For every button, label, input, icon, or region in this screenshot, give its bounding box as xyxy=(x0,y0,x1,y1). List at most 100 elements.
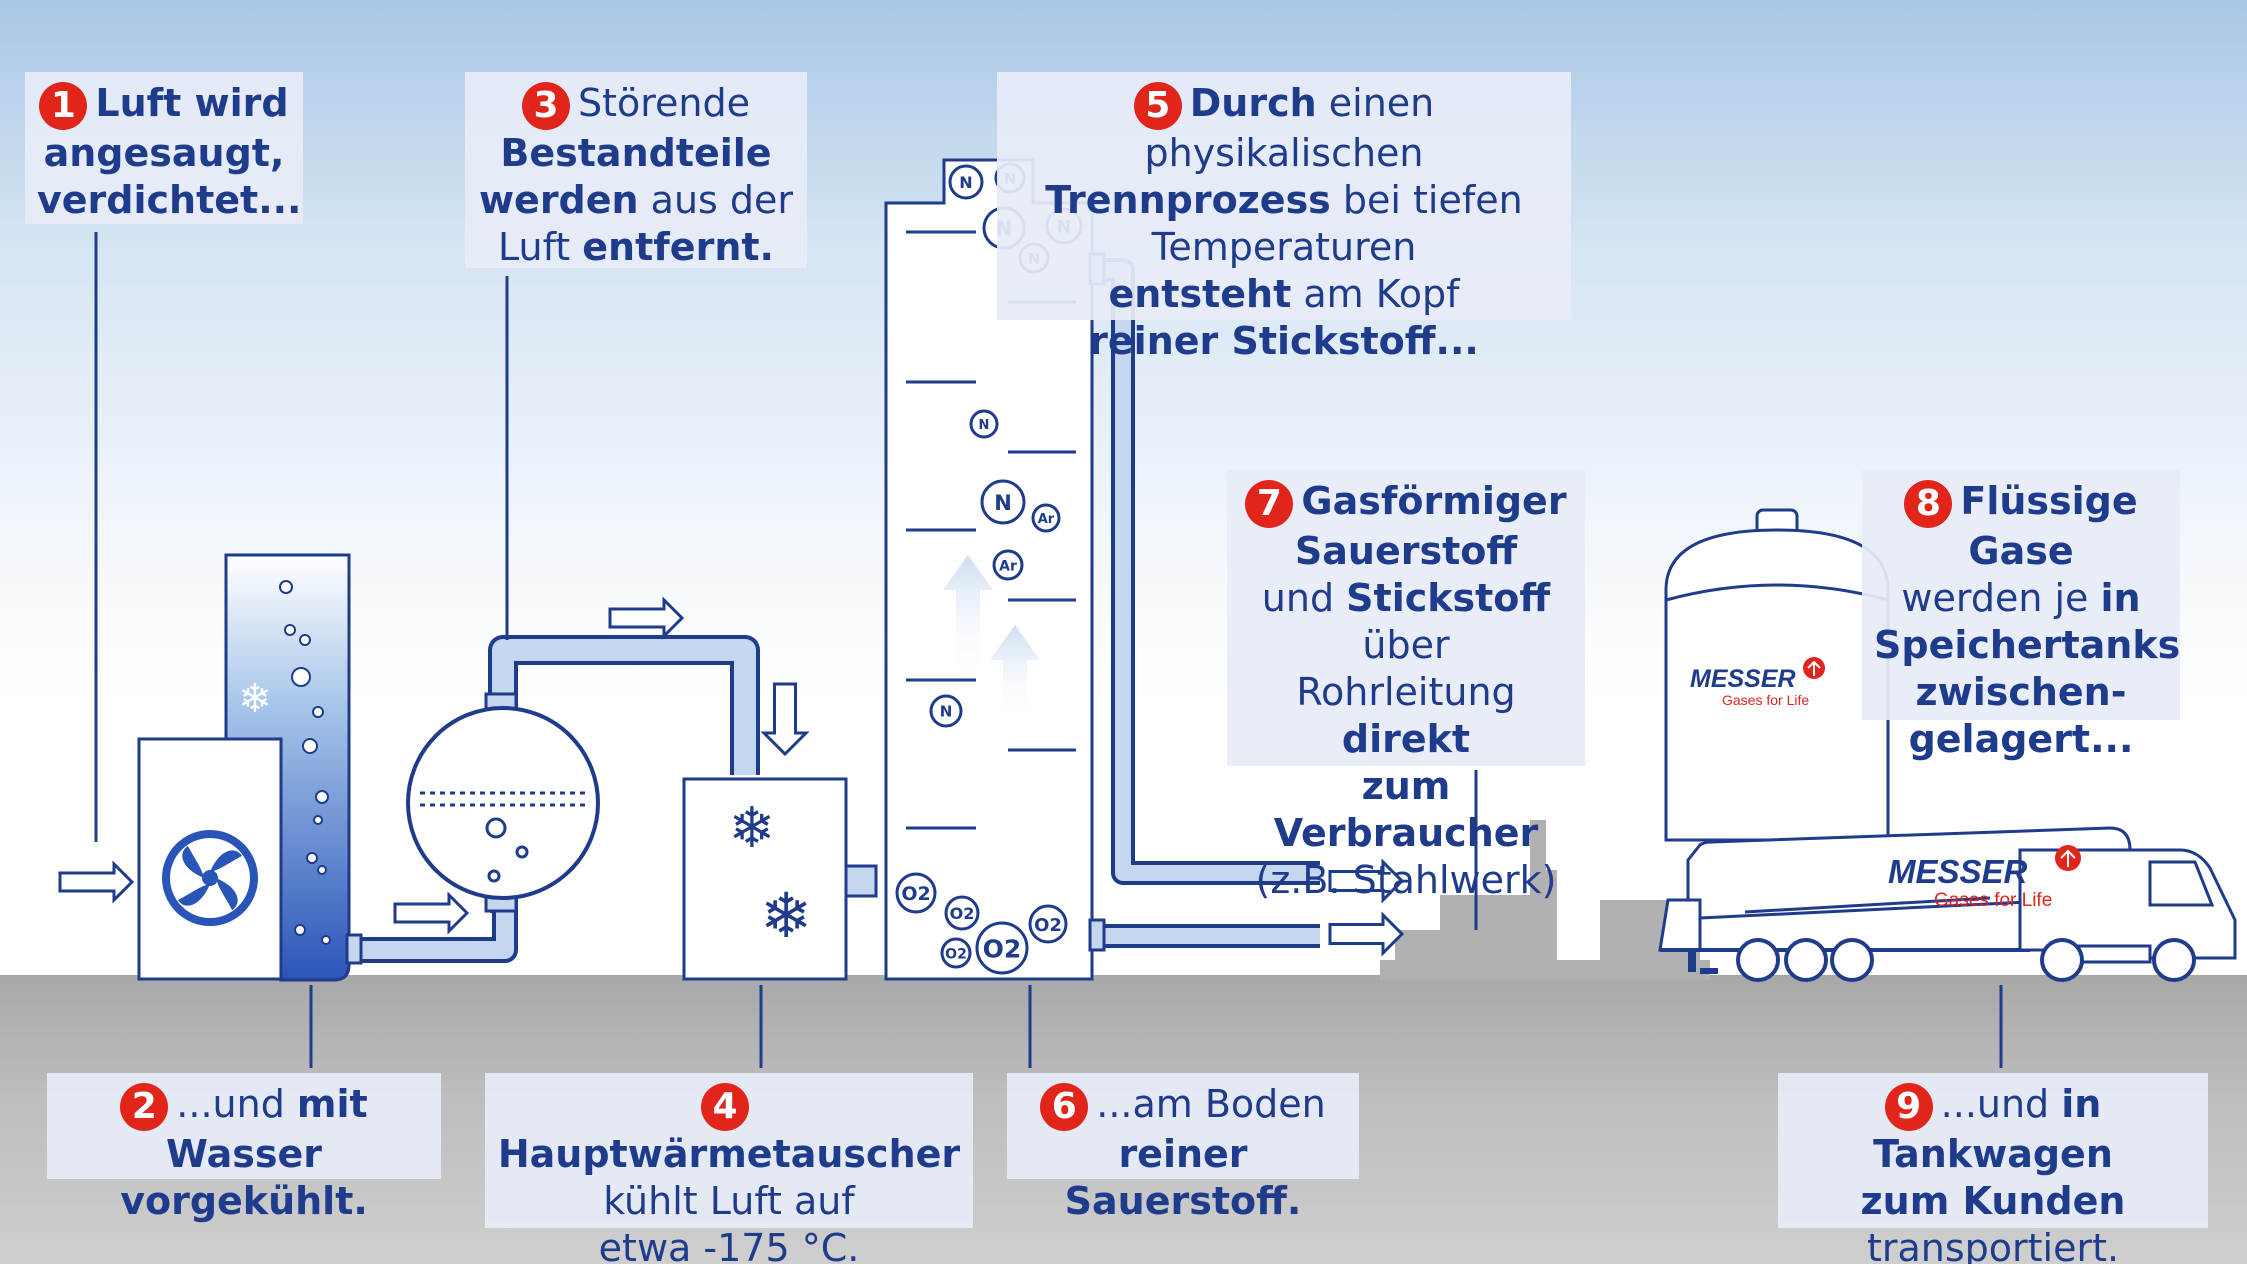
svg-text:O2: O2 xyxy=(901,883,930,905)
svg-text:O2: O2 xyxy=(983,935,1022,964)
step-text-line: gelagert... xyxy=(1874,716,2168,763)
step-text-line: Luft entfernt. xyxy=(477,224,795,271)
oxygen-molecule-icon: O2 xyxy=(944,895,980,931)
step-text-bold: gelagert... xyxy=(1908,716,2134,761)
svg-text:O2: O2 xyxy=(1034,915,1062,936)
step-text-line: zum Verbraucher xyxy=(1239,763,1573,857)
step-number-badge: 7 xyxy=(1245,479,1294,528)
truck-brand-name: MESSER xyxy=(1888,853,2028,890)
step-text-bold: in xyxy=(2100,575,2141,620)
step-text: Temperaturen xyxy=(1151,224,1417,269)
step-text-line: reiner Sauerstoff. xyxy=(1019,1131,1347,1225)
step-text-line: 6...am Boden xyxy=(1019,1081,1347,1131)
connector-lines xyxy=(94,232,2003,1068)
oxygen-molecule-icon: O2 xyxy=(895,872,937,914)
step-text: ...und xyxy=(1940,1082,2062,1126)
svg-text:O2: O2 xyxy=(950,904,975,923)
step-text: Luft xyxy=(498,224,583,269)
step-text-bold: mit Wasser xyxy=(166,1082,368,1176)
step-text-bold: in Tankwagen xyxy=(1873,1082,2113,1176)
step-text-line: zum Kunden xyxy=(1790,1178,2196,1225)
tank-brand-name: MESSER xyxy=(1690,665,1796,693)
argon-molecule-icon: Ar xyxy=(992,549,1024,581)
oxygen-molecule-icon: O2 xyxy=(975,921,1029,975)
cooling-tower: ❄ xyxy=(224,553,363,982)
step-text-bold: angesaugt, xyxy=(43,130,285,175)
step-text-line: vorgekühlt. xyxy=(59,1178,429,1225)
step-text: etwa -175 °C. xyxy=(598,1225,860,1264)
step-text-line: reiner Stickstoff... xyxy=(1009,318,1559,365)
step-number-badge: 2 xyxy=(120,1082,169,1131)
step-text-bold: Sauerstoff xyxy=(1294,528,1518,573)
step-text-bold: Gasförmiger xyxy=(1301,479,1567,523)
step-text-line: Bestandteile xyxy=(477,130,795,177)
step-text-bold: zum Verbraucher xyxy=(1273,763,1539,855)
step-text: (z.B. Stahlwerk) xyxy=(1255,857,1557,902)
step-text-bold: Flüssige Gase xyxy=(1960,479,2138,573)
svg-text:O2: O2 xyxy=(945,946,967,962)
step-text-bold: verdichtet... xyxy=(37,177,302,222)
step-text-bold: Hauptwärmetauscher xyxy=(497,1131,961,1176)
arrow-right-icon xyxy=(58,860,135,904)
flow-arrows xyxy=(58,596,1405,957)
snowflake-icon: ❄ xyxy=(760,879,812,952)
step-text: am Kopf xyxy=(1291,271,1460,316)
step-number-badge: 5 xyxy=(1133,81,1182,130)
step-text-bold: Speichertanks xyxy=(1874,622,2181,667)
step-text-bold: direkt xyxy=(1341,716,1471,761)
step-text-line: etwa -175 °C. xyxy=(497,1225,961,1264)
nitrogen-molecule-icon: N xyxy=(929,694,963,728)
arrow-down-icon xyxy=(760,682,810,757)
step-text-line: werden je in xyxy=(1874,575,2168,622)
tank-brand-tagline: Gases for Life xyxy=(1722,692,1810,708)
step-text: kühlt Luft auf xyxy=(603,1178,855,1223)
step-text: aus der xyxy=(638,177,794,222)
step-text: und xyxy=(1261,575,1347,620)
step-text-line: Speichertanks xyxy=(1874,622,2180,669)
step-text-line: Trennprozess bei tiefen xyxy=(1009,177,1559,224)
step-text-line: und Stickstoff über xyxy=(1239,575,1573,669)
snowflake-icon: ❄ xyxy=(238,676,272,722)
arrow-up-icon xyxy=(943,555,1040,720)
step-text-bold: Trennprozess xyxy=(1045,177,1331,222)
step-text: werden je xyxy=(1901,575,2101,620)
step-text-bold: vorgekühlt. xyxy=(120,1178,368,1223)
step-text-line: angesaugt, xyxy=(37,130,291,177)
svg-text:N: N xyxy=(940,703,953,721)
step-text-bold: Durch xyxy=(1189,81,1317,125)
step-text-bold: Bestandteile xyxy=(500,130,772,175)
tanker-truck xyxy=(1658,826,2237,982)
svg-text:N: N xyxy=(959,173,972,192)
messer-logo-icon xyxy=(1803,657,1825,679)
molecule-group: NNNNNNNArArNO2O2O2O2O2 xyxy=(895,162,1083,975)
arrow-right-icon xyxy=(1328,858,1405,904)
step-text-bold: reiner Stickstoff... xyxy=(1089,318,1479,363)
step-number-badge: 6 xyxy=(1040,1082,1089,1131)
step-number-badge: 9 xyxy=(1884,1082,1933,1131)
step-text-line: transportiert. xyxy=(1790,1225,2196,1264)
arrow-right-icon xyxy=(393,891,470,935)
argon-molecule-icon: Ar xyxy=(1031,503,1061,533)
heat-exchanger: ❄ ❄ xyxy=(682,777,878,981)
step-text-bold: zwischen- xyxy=(1915,669,2127,714)
step-text-bold: entsteht xyxy=(1108,271,1292,316)
step-text-line: kühlt Luft auf xyxy=(497,1178,961,1225)
step-text-line: verdichtet... xyxy=(37,177,302,224)
step-number-badge: 4 xyxy=(701,1082,749,1131)
step-number-badge: 1 xyxy=(39,81,88,130)
step-text: über xyxy=(1362,622,1450,667)
step-text-bold: zum Kunden xyxy=(1860,1178,2126,1223)
svg-text:Ar: Ar xyxy=(1038,512,1055,527)
step-text-bold: werden xyxy=(478,177,639,222)
